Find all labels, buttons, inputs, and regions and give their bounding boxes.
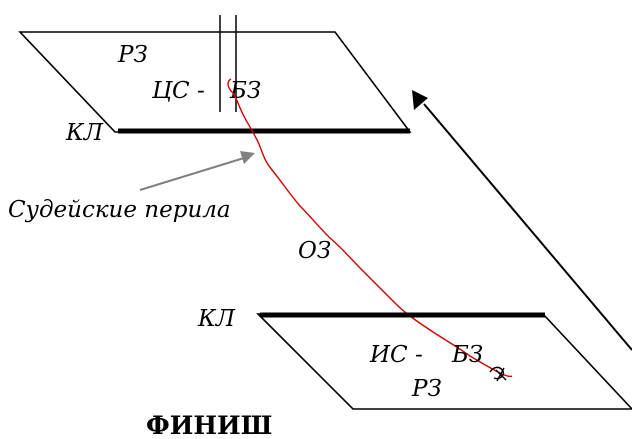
top-platform [18, 31, 412, 133]
bottom-stage-label: ИС - [369, 342, 423, 368]
dangerous-zone-label: ОЗ [298, 238, 331, 264]
finish-label: ФИНИШ [146, 411, 272, 439]
bottom-platform [256, 313, 632, 410]
judges-rope-pointer-head [240, 151, 255, 164]
top-stage-label: ЦС - [151, 78, 205, 104]
return-arrow-head [412, 90, 428, 110]
judges-rope-pointer [139, 157, 245, 191]
top-safety-label: БЗ [229, 78, 261, 104]
return-arrow-line [423, 103, 632, 351]
bottom-line-label: КЛ [197, 306, 236, 332]
anchor-mark-icon [489, 366, 507, 382]
top-line-label: КЛ [65, 120, 104, 146]
route-line [227, 78, 513, 378]
bottom-zone-label: РЗ [411, 376, 442, 402]
top-zone-label: РЗ [117, 42, 148, 68]
bottom-safety-label: БЗ [451, 342, 483, 368]
judges-rope-label: Судейские перила [8, 197, 231, 223]
